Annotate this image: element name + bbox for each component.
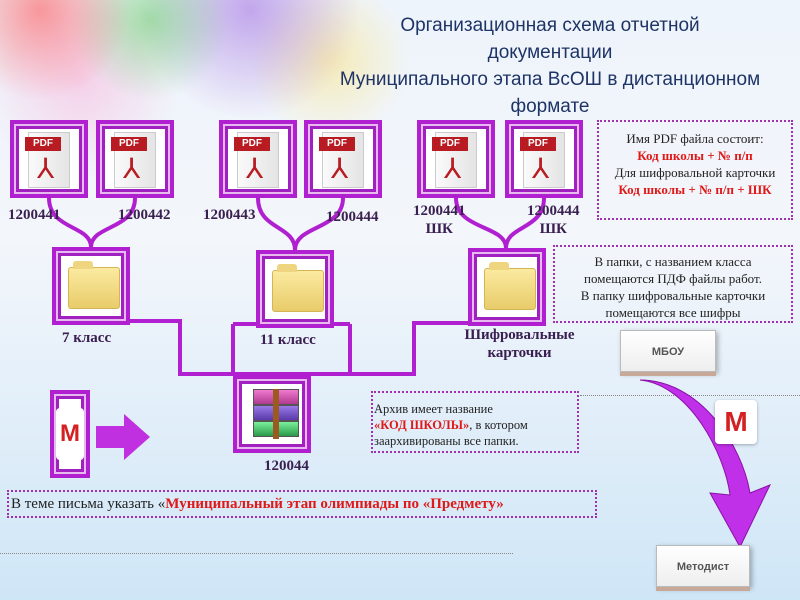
info-text: В папки, с названием класса [594, 254, 752, 269]
arrow-right-icon [96, 414, 150, 460]
email-subject-box: В теме письма указать «Муниципальный эта… [7, 490, 597, 518]
file-name: 1200444 [527, 203, 580, 219]
subject-value: Муниципальный этап олимпиады по «Предмет… [165, 496, 504, 512]
methodist-button[interactable]: Методист [656, 545, 750, 587]
file-name: 1200441 [413, 203, 466, 219]
info-text: Код школы + № п/п [637, 148, 753, 163]
title-line: формате [510, 96, 590, 117]
archive-name: «КОД ШКОЛЫ» [374, 418, 470, 432]
info-pdf-naming: Имя PDF файла состоит: Код школы + № п/п… [597, 120, 793, 220]
folder-icon [484, 262, 536, 310]
info-text: помещаются все шифры [605, 305, 741, 320]
folder-label: Шифровальные карточки [464, 327, 575, 361]
title-line: Организационная схема отчетной [400, 15, 700, 36]
file-suffix: ШК [425, 221, 453, 237]
folder-icon [68, 261, 120, 309]
info-text: Код школы + № п/п + ШК [618, 182, 772, 197]
info-text: Архив имеет название [374, 402, 493, 416]
folder-cipher-cards[interactable] [468, 248, 546, 326]
folder-icon [272, 264, 324, 312]
folder-label: 7 класс [62, 330, 112, 346]
folder-7-class[interactable] [52, 247, 130, 325]
info-text: В папку шифровальные карточки [580, 288, 766, 303]
title-line: документации [487, 42, 613, 63]
info-folders: В папки, с названием класса помещаются П… [553, 245, 793, 323]
info-text: , в котором заархивированы все папки. [374, 418, 528, 448]
info-text: Для шифровальной карточки [614, 165, 776, 180]
file-label: 1200444 [326, 209, 379, 225]
divider [0, 553, 513, 554]
mbou-button[interactable]: МБОУ [620, 330, 716, 372]
info-text: Имя PDF файла состоит: [626, 131, 764, 146]
title-line: Муниципального этапа ВсОШ в дистанционно… [339, 69, 761, 90]
file-label: 1200442 [118, 207, 171, 223]
page-title: Организационная схема отчетной документа… [290, 12, 800, 120]
folder-11-class[interactable] [256, 250, 334, 328]
pdf-file-icon[interactable]: PDF⅄ [505, 120, 583, 198]
info-text: помещаются ПДФ файлы работ. [584, 271, 762, 286]
pdf-file-icon[interactable]: PDF⅄ [96, 120, 174, 198]
pdf-file-icon[interactable]: PDF⅄ [219, 120, 297, 198]
archive-label: 120044 [264, 458, 309, 474]
pdf-file-icon[interactable]: PDF⅄ [417, 120, 495, 198]
pdf-file-icon[interactable]: PDF⅄ [304, 120, 382, 198]
info-archive: Архив имеет название «КОД ШКОЛЫ», в кото… [371, 391, 579, 453]
file-label: 1200443 [203, 207, 256, 223]
subject-text: В теме письма указать « [11, 496, 166, 512]
gmail-icon: M [715, 400, 757, 444]
curved-arrow-icon [639, 379, 772, 549]
file-label: 1200441 [8, 207, 61, 223]
pdf-file-icon[interactable]: PDF⅄ [10, 120, 88, 198]
archive-icon[interactable] [233, 375, 311, 453]
gmail-icon: M [56, 408, 84, 460]
folder-label: 11 класс [260, 332, 316, 348]
gmail-box[interactable]: M [50, 390, 90, 478]
file-suffix: ШК [539, 221, 567, 237]
